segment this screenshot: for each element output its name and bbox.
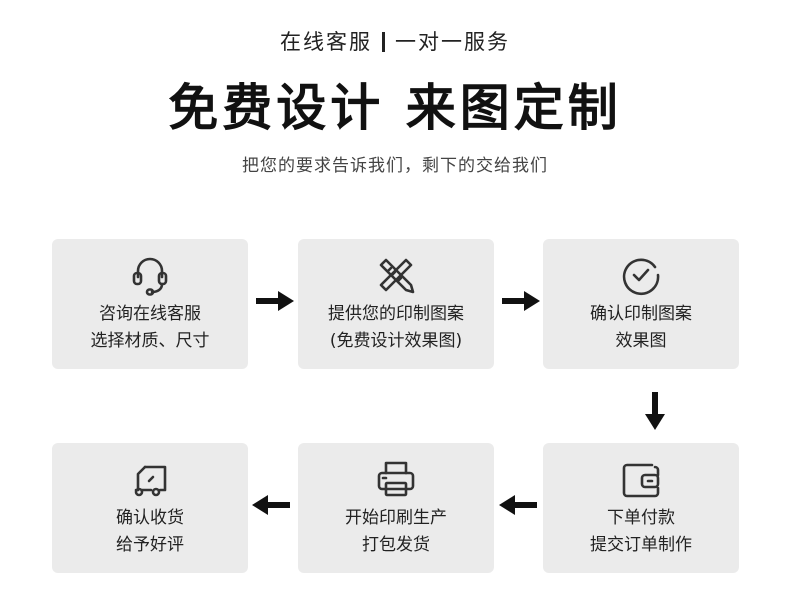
- step-card-production: 开始印刷生产 打包发货: [298, 443, 494, 573]
- step-line-2: 打包发货: [362, 535, 430, 555]
- headset-icon: [126, 251, 174, 299]
- check-circle-icon: [617, 251, 665, 299]
- delivery-truck-icon: [126, 455, 174, 503]
- arrow-left-icon: [252, 495, 290, 515]
- arrow-down-icon: [645, 392, 665, 430]
- arrow-right-icon: [502, 291, 540, 311]
- step-card-receive: 确认收货 给予好评: [52, 443, 248, 573]
- step-line-2: 给予好评: [116, 535, 184, 555]
- step-line-2: 选择材质、尺寸: [90, 331, 210, 351]
- printer-icon: [372, 455, 420, 503]
- step-card-consult: 咨询在线客服 选择材质、尺寸: [52, 239, 248, 369]
- separator-bar: [382, 32, 385, 52]
- step-card-provide-design: 提供您的印制图案 (免费设计效果图): [298, 239, 494, 369]
- arrow-right-icon: [256, 291, 294, 311]
- service-right-text: 一对一服务: [395, 30, 510, 54]
- headline: 免费设计 来图定制: [168, 79, 622, 137]
- step-line-1: 确认印制图案: [590, 304, 692, 324]
- step-line-1: 开始印刷生产: [345, 508, 447, 528]
- subheadline: 把您的要求告诉我们，剩下的交给我们: [242, 156, 548, 176]
- step-card-payment: 下单付款 提交订单制作: [543, 443, 739, 573]
- step-line-1: 提供您的印制图案: [328, 304, 464, 324]
- step-line-2: 提交订单制作: [590, 535, 692, 555]
- step-line-1: 下单付款: [607, 508, 675, 528]
- step-line-1: 咨询在线客服: [99, 304, 201, 324]
- step-card-confirm-design: 确认印制图案 效果图: [543, 239, 739, 369]
- step-line-1: 确认收货: [116, 508, 184, 528]
- service-left-text: 在线客服: [280, 30, 372, 54]
- arrow-left-icon: [499, 495, 537, 515]
- step-line-2: (免费设计效果图): [329, 331, 463, 351]
- design-tools-icon: [372, 251, 420, 299]
- wallet-icon: [617, 455, 665, 503]
- service-line: 在线客服一对一服务: [0, 26, 790, 56]
- step-line-2: 效果图: [615, 331, 667, 351]
